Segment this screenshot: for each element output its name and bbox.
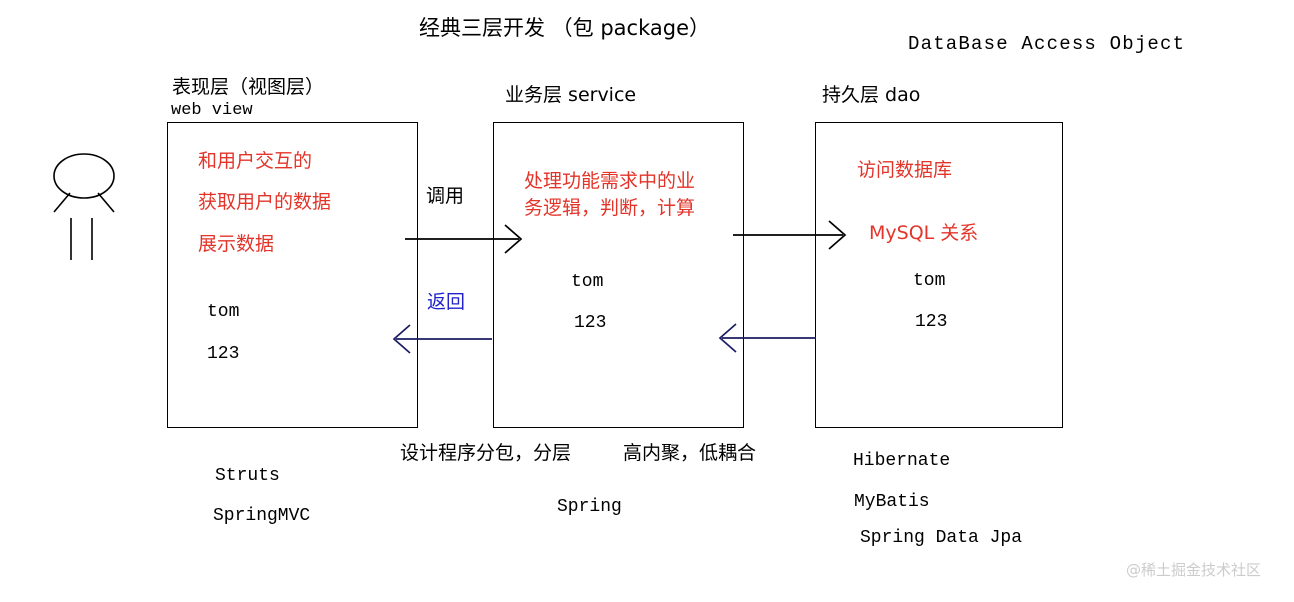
watermark: @稀土掘金技术社区 <box>1126 561 1262 579</box>
stick-figure-head <box>53 153 115 199</box>
dao-red-line-2: MySQL 关系 <box>869 222 979 244</box>
service-data-line-1: tom <box>571 272 604 292</box>
service-layer-box <box>493 122 744 428</box>
call-arrow-label: 调用 <box>426 185 465 207</box>
cohesion-note: 高内聚，低耦合 <box>623 442 757 464</box>
service-data-line-2: 123 <box>574 313 607 333</box>
framework-hibernate: Hibernate <box>853 451 951 471</box>
dao-red-line-1: 访问数据库 <box>857 159 953 181</box>
presentation-data-line-2: 123 <box>207 344 240 364</box>
dao-data-line-1: tom <box>913 271 946 291</box>
return-arrow-label: 返回 <box>427 291 466 313</box>
presentation-red-line-1: 和用户交互的 <box>198 150 313 172</box>
user-stick-figure <box>53 153 115 260</box>
diagram-title: 经典三层开发 （包 package） <box>419 16 711 40</box>
dao-layer-box <box>815 122 1063 428</box>
service-red-line-1: 处理功能需求中的业 <box>524 170 696 192</box>
stick-figure-arm-left <box>53 192 71 213</box>
framework-mybatis: MyBatis <box>854 492 930 512</box>
layer-1-heading-en: web view <box>171 101 253 120</box>
presentation-red-line-2: 获取用户的数据 <box>198 191 332 213</box>
framework-struts: Struts <box>215 466 280 486</box>
stick-figure-arm-right <box>97 192 115 213</box>
layer-2-heading: 业务层 service <box>505 84 637 106</box>
packaging-note: 设计程序分包，分层 <box>400 442 572 464</box>
presentation-red-line-3: 展示数据 <box>198 233 275 255</box>
dao-acronym-note: DataBase Access Object <box>908 33 1186 55</box>
layer-3-heading: 持久层 dao <box>822 84 921 106</box>
framework-spring: Spring <box>557 497 622 517</box>
framework-spring-data-jpa: Spring Data Jpa <box>860 528 1023 548</box>
layer-1-heading-cn: 表现层（视图层） <box>172 76 325 98</box>
dao-data-line-2: 123 <box>915 312 948 332</box>
presentation-layer-box <box>167 122 418 428</box>
framework-springmvc: SpringMVC <box>213 506 311 526</box>
presentation-data-line-1: tom <box>207 302 240 322</box>
service-red-line-2: 务逻辑，判断，计算 <box>524 197 696 219</box>
